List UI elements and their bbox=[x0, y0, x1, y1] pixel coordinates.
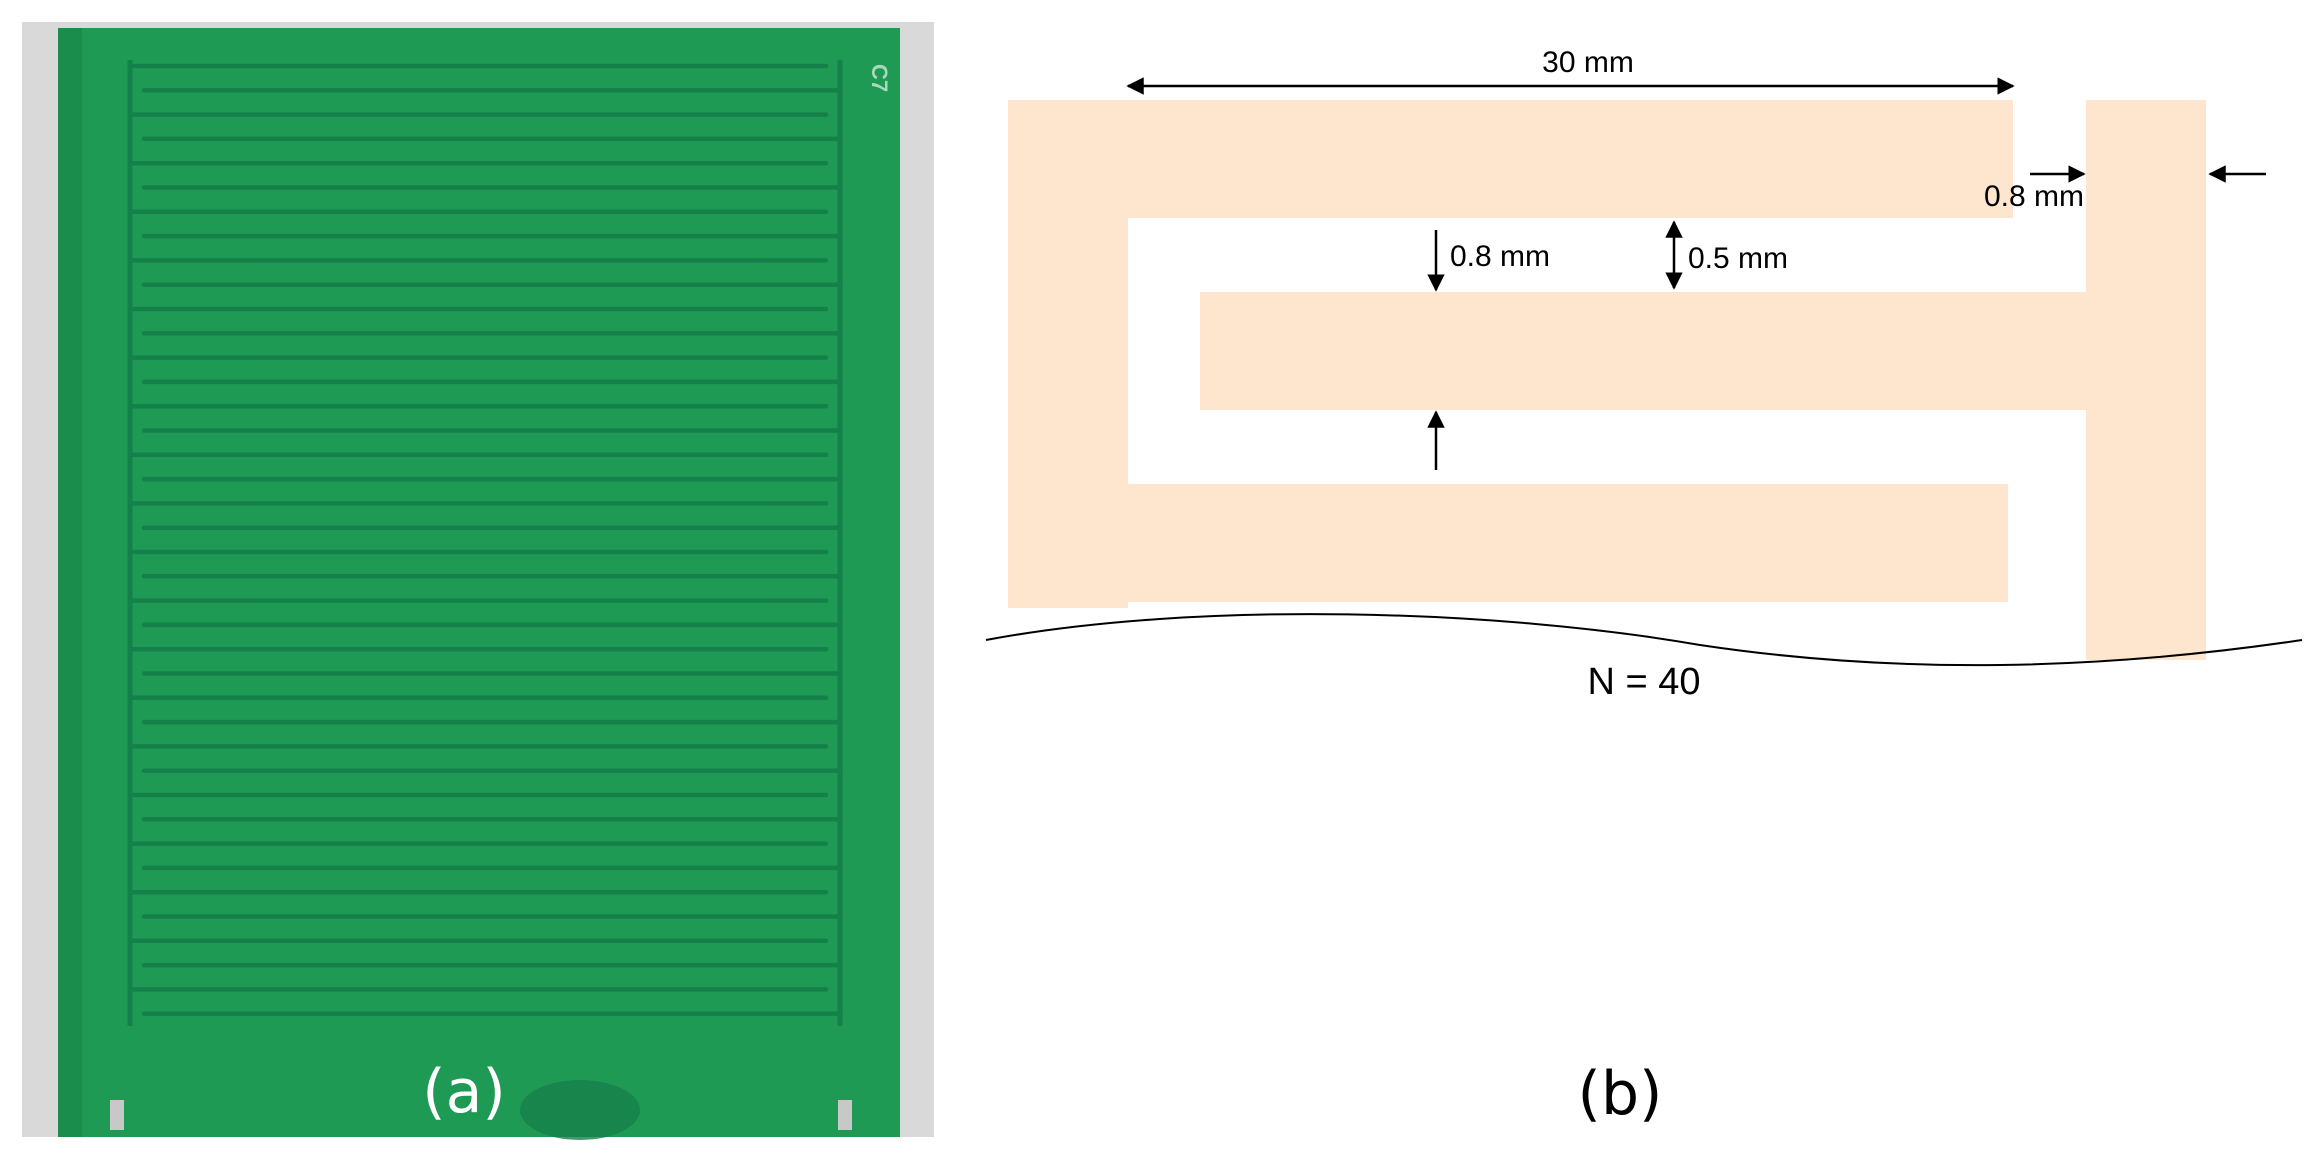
left-bus-bar bbox=[1008, 100, 1128, 608]
board-marking: C7 bbox=[867, 64, 892, 92]
right-pad bbox=[838, 1100, 852, 1130]
break-line bbox=[985, 613, 2303, 667]
gap-label: 0.5 mm bbox=[1688, 242, 1788, 275]
right-bus-bar bbox=[2086, 100, 2206, 660]
finger-width-label: 0.8 mm bbox=[1450, 240, 1550, 273]
left-pad bbox=[110, 1100, 124, 1130]
finger-top bbox=[1128, 100, 2013, 218]
finger-bottom bbox=[1128, 484, 2008, 602]
panel-b-label: (b) bbox=[1578, 1059, 1663, 1129]
finger-middle bbox=[1200, 292, 2086, 410]
length-label: 30 mm bbox=[1542, 46, 1634, 79]
pcb-left-edge-shade bbox=[58, 28, 82, 1137]
finger-count-label: N = 40 bbox=[1587, 661, 1700, 703]
bottom-pad-area bbox=[132, 1028, 832, 1137]
panel-a-label: (a) bbox=[422, 1057, 506, 1127]
interdigitated-traces bbox=[127, 60, 843, 1026]
board-shadow bbox=[520, 1080, 640, 1140]
panel-a-photo: C7 (a) bbox=[22, 22, 934, 1140]
pcb-board bbox=[58, 28, 900, 1137]
panel-b-schematic: 30 mm 0.8 mm 0.5 mm 0.8 mm N = 40 (b) bbox=[985, 46, 2303, 1129]
side-width-label: 0.8 mm bbox=[1984, 180, 2084, 213]
